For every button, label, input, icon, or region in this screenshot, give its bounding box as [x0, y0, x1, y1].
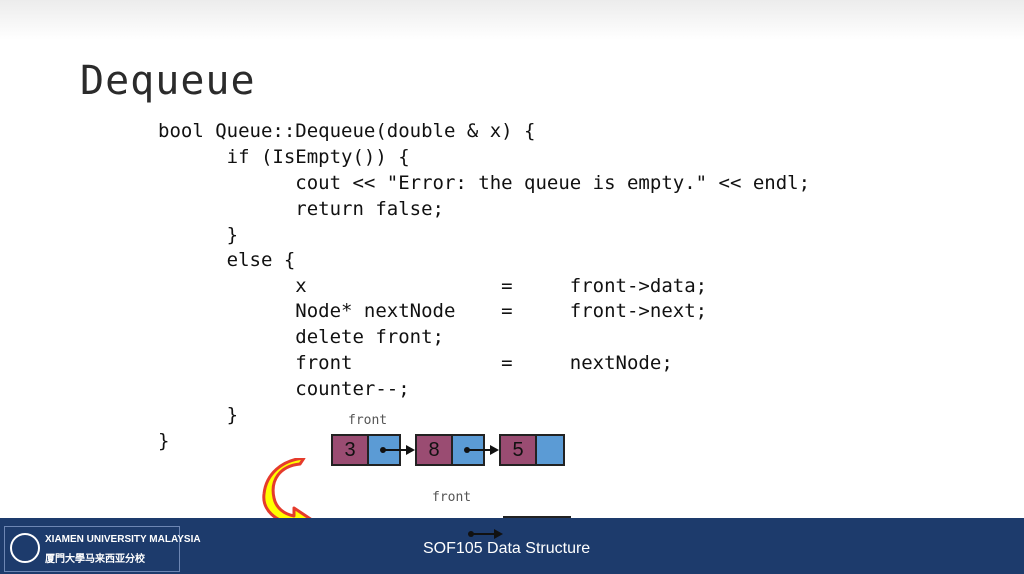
code-line: cout << "Error: the queue is empty." << … — [158, 172, 811, 194]
logo-text-english: XIAMEN UNIVERSITY MALAYSIA — [45, 534, 201, 545]
code-line: } — [158, 404, 239, 426]
code-line: else { — [158, 249, 296, 271]
node-data: 5 — [501, 436, 537, 464]
pointer-arrow — [468, 529, 503, 539]
node-pointer — [537, 436, 563, 464]
pointer-arrow — [464, 445, 499, 455]
code-line: return false; — [158, 198, 444, 220]
code-line: delete front; — [158, 326, 444, 348]
code-line: Node* nextNode = front->next; — [158, 300, 708, 322]
header-gradient — [0, 0, 1024, 40]
slide-title: Dequeue — [80, 58, 256, 104]
front-label: front — [432, 490, 472, 505]
code-line: counter--; — [158, 378, 410, 400]
logo-text-chinese: 厦門大學马来西亚分校 — [45, 554, 145, 565]
code-line: } — [158, 430, 170, 452]
code-line: front = nextNode; — [158, 352, 673, 374]
code-line: x = front->data; — [158, 275, 708, 297]
code-line: } — [158, 224, 239, 246]
node-data: 8 — [417, 436, 453, 464]
code-line: bool Queue::Dequeue(double & x) { — [158, 120, 536, 142]
front-label: front — [348, 413, 388, 428]
pointer-arrow — [380, 445, 415, 455]
code-line: if (IsEmpty()) { — [158, 146, 410, 168]
university-logo: XIAMEN UNIVERSITY MALAYSIA 厦門大學马来西亚分校 — [4, 526, 201, 572]
course-name: SOF105 Data Structure — [423, 540, 591, 557]
list-node: 5 — [499, 434, 565, 466]
node-data: 3 — [333, 436, 369, 464]
seal-icon — [10, 533, 40, 563]
